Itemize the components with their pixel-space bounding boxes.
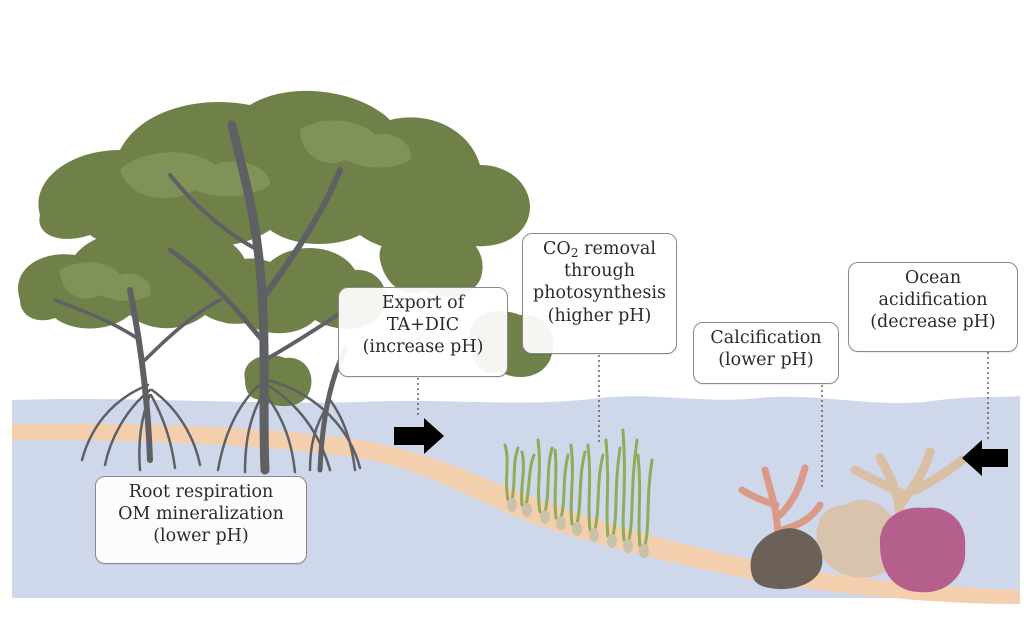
acid-line-2: acidification: [878, 290, 988, 311]
photo-co: CO: [543, 239, 571, 259]
root-line-3: (lower pH): [153, 526, 249, 547]
photo-line-3: photosynthesis: [533, 283, 666, 304]
calc-line-2: (lower pH): [718, 350, 814, 371]
connector-lines: [417, 352, 989, 488]
label-calcification: Calcification (lower pH): [693, 322, 839, 384]
root-line-2: OM mineralization: [118, 504, 284, 525]
photo-line-1: CO2 removal: [531, 238, 668, 260]
photo-line-4: (higher pH): [547, 305, 652, 326]
acid-line-3: (decrease pH): [870, 312, 996, 333]
label-ocean-acidification: Ocean acidification (decrease pH): [848, 262, 1018, 352]
coral-reef: [738, 447, 967, 593]
export-line-2: TA+DIC: [386, 315, 460, 336]
label-photosynthesis: CO2 removal through photosynthesis (high…: [522, 233, 677, 354]
seagrass-meadow: [503, 428, 654, 548]
acid-line-1: Ocean: [904, 268, 962, 288]
export-arrow: [394, 418, 444, 454]
label-root-respiration: Root respiration OM mineralization (lowe…: [95, 476, 307, 564]
root-line-1: Root respiration: [128, 482, 274, 502]
export-line-1: Export of: [381, 293, 465, 313]
calc-line-1: Calcification: [710, 328, 822, 348]
mangrove-trees: [18, 90, 554, 475]
photo-line-2: through: [564, 261, 635, 282]
photo-removal: removal: [578, 239, 656, 259]
export-line-3: (increase pH): [362, 337, 484, 358]
photo-co-subscript: 2: [570, 246, 579, 261]
label-export: Export of TA+DIC (increase pH): [338, 287, 508, 377]
acidification-arrow: [962, 440, 1008, 476]
sediment-layer: [12, 423, 1020, 604]
seagrass-roots: [507, 498, 649, 558]
